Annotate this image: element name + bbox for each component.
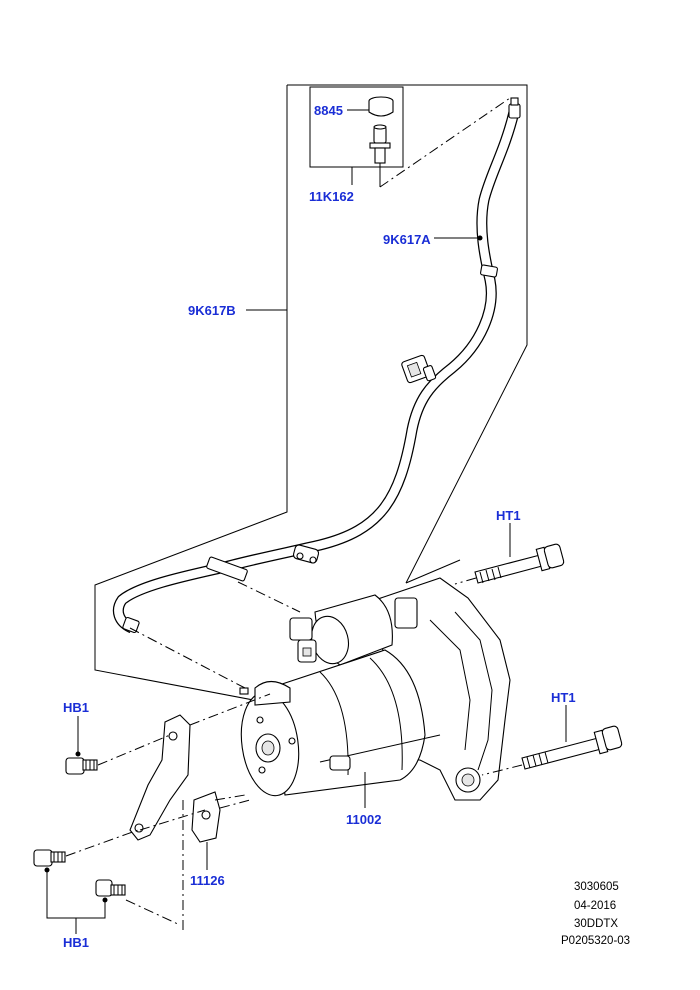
callout-8845: 8845 — [314, 103, 343, 118]
cap-part — [368, 96, 394, 117]
callout-11002: 11002 — [346, 812, 381, 827]
mounting-bracket-large — [129, 714, 191, 841]
illustration-engine-code: 30DDTX — [574, 918, 618, 930]
starter-motor — [239, 577, 511, 808]
callout-9K617A: 9K617A — [383, 232, 431, 247]
callout-11126: 11126 — [190, 873, 225, 888]
callout-HT1-lower: HT1 — [551, 690, 576, 705]
bolt-hb1-upper — [65, 693, 271, 775]
callout-HB1-upper: HB1 — [63, 700, 89, 715]
bolt-hb1-lower-a — [33, 829, 139, 873]
mounting-bracket-11126 — [191, 791, 221, 870]
assembly-boundary — [94, 84, 528, 707]
connector-kit-inset — [309, 86, 511, 188]
bolt-ht1-lower — [481, 705, 623, 776]
vacuum-hose-assembly — [112, 97, 521, 689]
hose-clip-lower — [292, 544, 320, 564]
callout-HT1-upper: HT1 — [496, 508, 521, 523]
connector-fitting-part — [369, 124, 391, 187]
illustration-number: 3030605 — [574, 881, 619, 893]
bolt-ht1-upper — [454, 523, 565, 585]
illustration-date: 04-2016 — [574, 900, 616, 912]
callout-11K162: 11K162 — [309, 189, 354, 204]
callout-HB1-lower: HB1 — [63, 935, 89, 950]
illustration-reference: P0205320-03 — [561, 935, 630, 947]
hb1-bracket-leader — [46, 870, 106, 934]
check-valve — [401, 354, 437, 384]
callout-9K617B: 9K617B — [188, 303, 236, 318]
bolt-hb1-lower-b — [95, 879, 181, 926]
